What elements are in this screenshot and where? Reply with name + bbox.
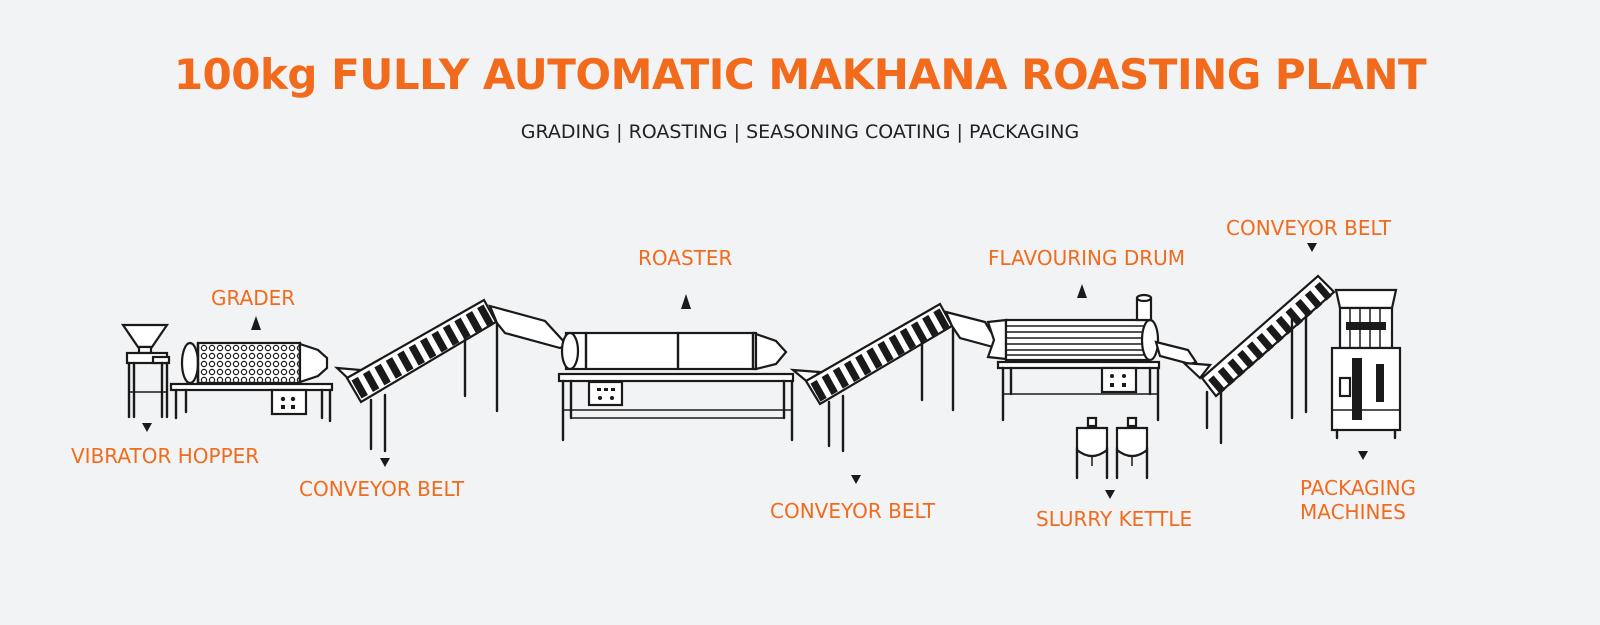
label-roaster: ROASTER	[638, 246, 733, 270]
label-conveyor-belt-1: CONVEYOR BELT	[299, 477, 465, 501]
belt-slat	[866, 347, 883, 370]
label-arrows	[142, 243, 1368, 499]
belt-slat	[351, 376, 368, 399]
page-title: 100kg FULLY AUTOMATIC MAKHANA ROASTING P…	[173, 50, 1427, 99]
belt-slat	[832, 366, 850, 389]
belt-slat	[385, 357, 403, 379]
page-subtitle: GRADING | ROASTING | SEASONING COATING |…	[520, 121, 1080, 143]
grader	[169, 341, 334, 423]
belt-slat	[408, 343, 425, 366]
label-slurry-kettle: SLURRY KETTLE	[1036, 507, 1192, 531]
belt-slat	[888, 334, 905, 357]
label-packaging-line1: PACKAGING	[1300, 476, 1416, 500]
slurry-kettle-left	[1075, 416, 1109, 480]
belt-slat	[1237, 349, 1255, 369]
belt-slat	[431, 330, 448, 353]
belt-slat	[1266, 324, 1284, 344]
label-grader: GRADER	[211, 286, 295, 310]
slurry-kettles	[1075, 416, 1149, 480]
conveyor-belt-2	[789, 302, 1000, 453]
belt-slat	[922, 314, 939, 337]
belt-slat	[1256, 332, 1274, 352]
belt-slat	[1285, 307, 1303, 327]
belt-slat	[877, 340, 894, 363]
belt-slat	[810, 379, 827, 402]
flavouring-drum	[986, 293, 1198, 422]
belt-slat	[821, 373, 838, 396]
arrow-up-roaster	[681, 294, 691, 309]
roaster	[557, 331, 795, 442]
belt-slat	[1314, 281, 1332, 301]
belt-slat	[1275, 315, 1294, 335]
slurry-kettle-right	[1115, 416, 1149, 480]
arrow-down-conveyor-3	[1307, 243, 1317, 252]
belt-slat	[1295, 298, 1313, 318]
vibrator-hopper	[120, 323, 171, 419]
conveyor-belt-3	[1180, 274, 1336, 445]
arrow-up-flavouring-drum	[1077, 284, 1087, 298]
belt-slats-2	[810, 308, 950, 402]
label-packaging-line2: MACHINES	[1300, 500, 1406, 524]
belt-slat	[397, 350, 414, 373]
belt-slat	[442, 324, 460, 346]
belt-slat	[465, 311, 483, 333]
belt-slats-3	[1208, 281, 1332, 395]
belt-slat	[362, 370, 380, 392]
label-conveyor-belt-2: CONVEYOR BELT	[770, 499, 936, 523]
belt-slat	[374, 363, 391, 386]
packaging-machine	[1330, 288, 1402, 440]
belt-slat	[843, 360, 861, 383]
label-conveyor-belt-3: CONVEYOR BELT	[1226, 216, 1392, 240]
arrow-down-vibrator-hopper	[142, 423, 152, 432]
arrow-down-conveyor-1	[380, 458, 390, 467]
belt-slat	[477, 304, 494, 327]
belt-slat	[899, 327, 917, 350]
belt-slat	[1246, 341, 1265, 361]
belt-slat	[910, 321, 928, 344]
belt-slat	[933, 308, 950, 331]
belt-slat	[1304, 290, 1323, 310]
label-vibrator-hopper: VIBRATOR HOPPER	[71, 444, 259, 468]
label-flavouring-drum: FLAVOURING DRUM	[988, 246, 1185, 270]
conveyor-belt-1	[333, 298, 569, 453]
arrow-down-packaging	[1358, 451, 1368, 460]
belt-slat	[420, 337, 437, 360]
arrow-up-grader	[251, 316, 261, 330]
belt-slat	[454, 317, 471, 340]
belt-slat	[1217, 366, 1236, 386]
belt-slats-1	[351, 304, 494, 399]
belt-slat	[1227, 358, 1245, 378]
arrow-down-slurry-kettle	[1105, 490, 1115, 499]
belt-slat	[855, 353, 872, 376]
arrow-down-conveyor-2	[851, 475, 861, 484]
